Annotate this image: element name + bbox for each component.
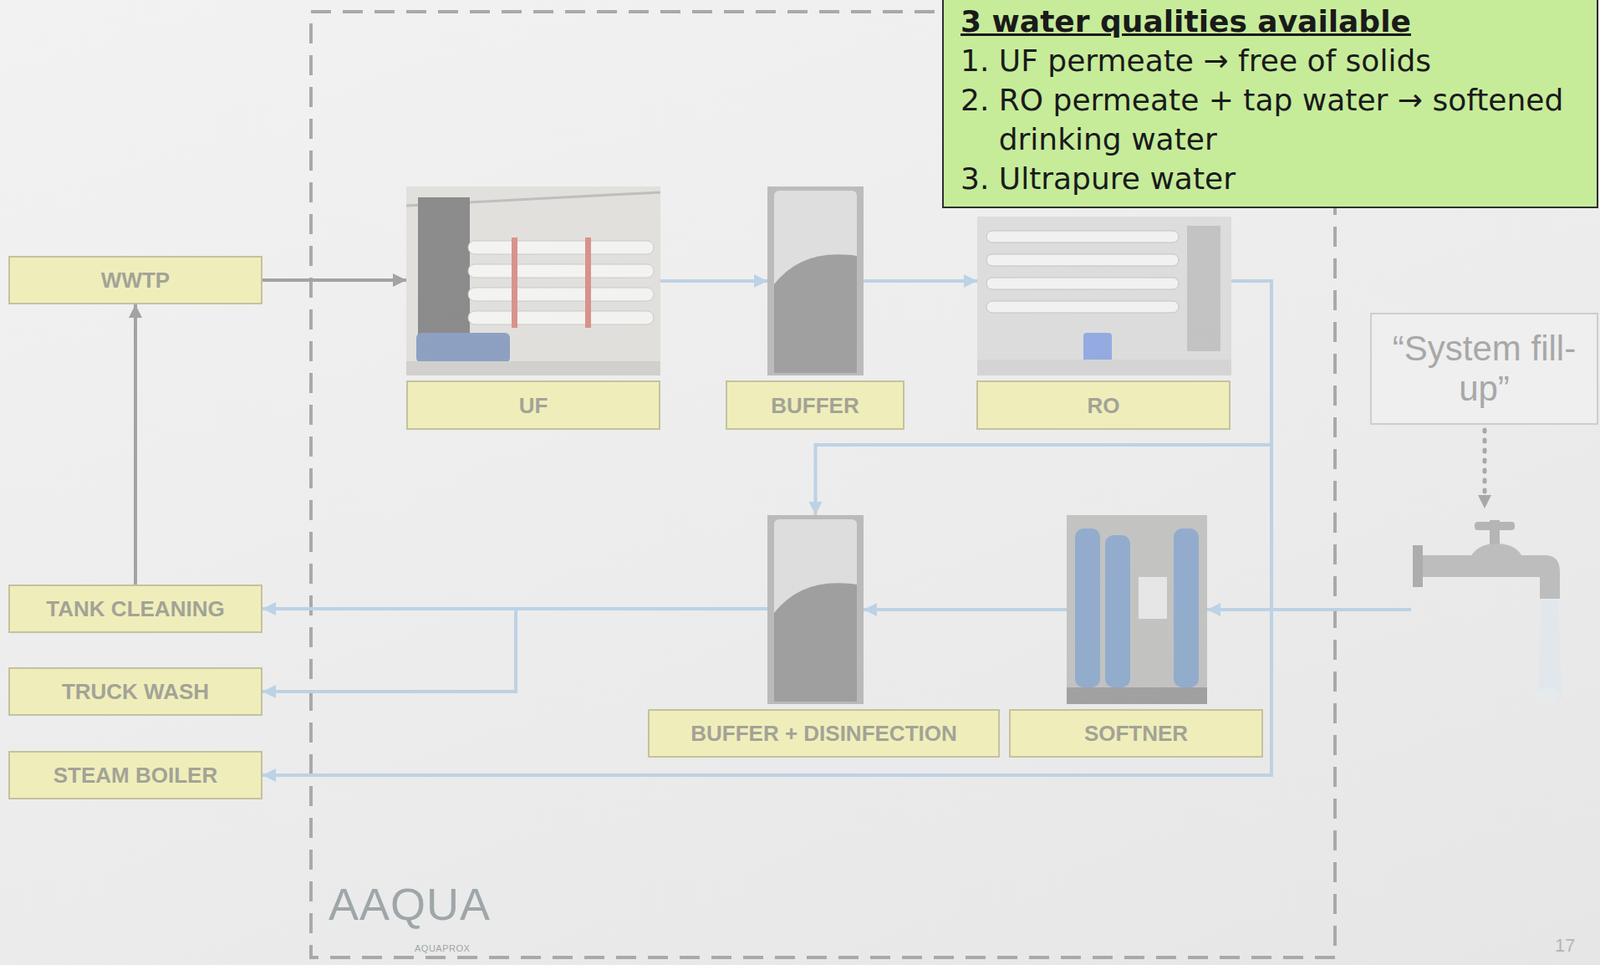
photo-detail: [468, 310, 654, 325]
flow-arrow: [262, 280, 1272, 775]
flow-arrow: [133, 304, 138, 585]
equipment-unit: UF: [406, 186, 661, 430]
page-number: 17: [1554, 934, 1575, 956]
photo-ground: [406, 186, 661, 376]
photo-detail: [1105, 535, 1131, 688]
photo-detail: [1187, 225, 1221, 352]
photo-detail: [1066, 687, 1208, 704]
callout-item: 3. Ultrapure water: [960, 158, 1584, 199]
flow-arrow: [262, 608, 768, 692]
photo-detail: [585, 237, 592, 328]
note-text: “System fill-up”: [1380, 328, 1589, 409]
process-box: WWTP: [8, 255, 263, 305]
photo-detail: [986, 230, 1179, 243]
callout-item: 1. UF permeate → free of solids: [960, 40, 1584, 81]
callout-item: 2. RO permeate + tap water → softened dr…: [960, 80, 1584, 159]
photo-detail: [511, 237, 518, 328]
unit-label: RO: [1087, 392, 1121, 418]
photo-ground: [977, 216, 1232, 376]
tap-icon: [1412, 519, 1562, 701]
photo-detail: [986, 254, 1179, 266]
process-box: TANK CLEANING: [8, 584, 263, 633]
unit-label-box: RO: [976, 380, 1231, 430]
tap-detail: [1474, 521, 1515, 530]
fill-up-dotted-arrow: [1482, 429, 1488, 509]
process-label: TRUCK WASH: [61, 678, 209, 704]
page-number-holder: 17: [1554, 934, 1575, 957]
unit-label: UF: [519, 392, 549, 418]
flow-arrow: [863, 279, 978, 283]
unit-label: BUFFER + DISINFECTION: [690, 720, 958, 746]
photo-detail: [774, 254, 857, 373]
photo-detail: [1138, 576, 1167, 619]
equipment-unit: SOFTNER: [1008, 514, 1264, 758]
tap-water-line: [1207, 607, 1412, 612]
photo-ground: [767, 514, 864, 704]
tap-detail: [1538, 600, 1562, 699]
process-box: TRUCK WASH: [8, 667, 263, 716]
tap-detail: [1421, 543, 1560, 599]
equipment-unit: BUFFER: [725, 186, 905, 430]
callout-heading: 3 water qualities available: [960, 1, 1584, 41]
photo-detail: [986, 277, 1179, 290]
callout-box: 3 water qualities available1. UF permeat…: [942, 0, 1599, 209]
unit-label-box: BUFFER: [725, 380, 905, 430]
tap-detail: [1536, 687, 1560, 701]
flow-arrow: [863, 607, 1067, 612]
uf-photo: [406, 186, 661, 376]
photo-detail: [406, 361, 661, 376]
photo-detail: [468, 240, 654, 255]
photo-ground: [1066, 514, 1208, 704]
equipment-unit: BUFFER + DISINFECTION: [647, 514, 1000, 758]
unit-label: BUFFER: [770, 392, 859, 418]
logo-text: AAQUA: [328, 878, 491, 929]
photo-detail: [774, 190, 857, 373]
photo-detail: [468, 287, 654, 301]
photo-detail: [774, 582, 857, 702]
photo-detail: [977, 359, 1232, 376]
logo-subtitle: AQUAPROX: [414, 939, 470, 955]
photo-detail: [468, 264, 654, 278]
photo-detail: [986, 300, 1179, 313]
photo-detail: [416, 332, 510, 363]
photo-detail: [1173, 528, 1199, 688]
ro-photo: [977, 216, 1232, 376]
process-box: STEAM BOILER: [8, 750, 263, 800]
photo-detail: [1075, 528, 1101, 688]
unit-label: SOFTNER: [1084, 720, 1188, 746]
photo-detail: [417, 197, 470, 340]
unit-label-box: BUFFER + DISINFECTION: [647, 708, 1000, 758]
logo-subtext: AQUAPROX: [414, 942, 470, 953]
photo-ground: [767, 186, 864, 376]
flow-arrow: [660, 279, 768, 283]
process-label: WWTP: [101, 267, 170, 293]
softener-photo: [1066, 514, 1208, 704]
tap-detail: [1412, 545, 1423, 587]
process-label: TANK CLEANING: [45, 596, 225, 622]
flow-arrow: [262, 278, 407, 282]
photo-detail: [774, 519, 857, 702]
buffer-tank-photo: [767, 186, 864, 376]
unit-label-box: SOFTNER: [1008, 708, 1264, 758]
logo-wordmark: AAQUA: [328, 879, 491, 929]
note-box: “System fill-up”: [1370, 312, 1599, 425]
buffer-disinfection-tank-photo: [767, 514, 864, 704]
equipment-unit: RO: [976, 216, 1231, 430]
process-label: STEAM BOILER: [53, 762, 218, 788]
unit-label-box: UF: [406, 380, 661, 430]
